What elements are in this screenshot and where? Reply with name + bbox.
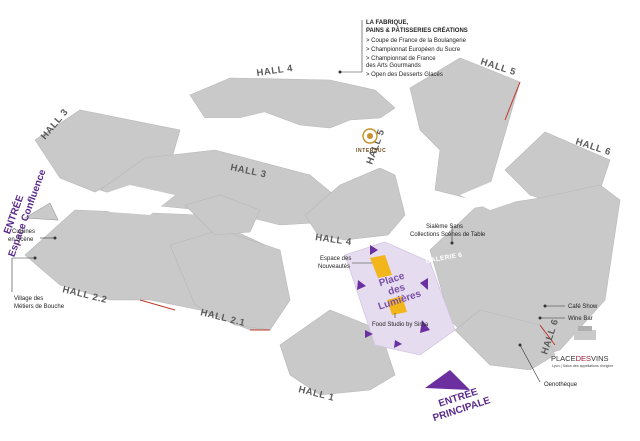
svg-text:Métiers de Bouche: Métiers de Bouche (14, 304, 65, 310)
svg-text:en Scène: en Scène (8, 237, 34, 243)
svg-text:LA FABRIQUE,: LA FABRIQUE, (366, 20, 408, 26)
label-hall-4-mid: HALL 4 (315, 232, 353, 248)
svg-text:Café Show: Café Show (568, 304, 598, 310)
svg-text:Oenothèque: Oenothèque (544, 382, 578, 388)
svg-text:Wine Bar: Wine Bar (568, 316, 593, 322)
espace-nouveautes-callout: Espace des Nouveautés (318, 256, 372, 270)
svg-text:Nouveautés: Nouveautés (318, 264, 350, 270)
courtyards (85, 112, 520, 215)
cuisines-callout: Cuisines en Scène (8, 229, 57, 243)
svg-text:Collections Scènes de Table: Collections Scènes de Table (410, 232, 486, 238)
svg-text:Lyon | Salon des appellations: Lyon | Salon des appellations d'origine (552, 364, 613, 368)
svg-text:Village des: Village des (14, 296, 43, 302)
svg-text:INTERSUC: INTERSUC (356, 148, 386, 154)
svg-text:des Arts Gourmands: des Arts Gourmands (366, 63, 421, 69)
svg-text:Sialème Sans: Sialème Sans (426, 224, 463, 230)
svg-text:PAINS & PÂTISSERIES CRÉATIONS: PAINS & PÂTISSERIES CRÉATIONS (366, 26, 468, 34)
direction-markers (357, 245, 430, 348)
svg-text:> Open des Desserts Glacés: > Open des Desserts Glacés (366, 72, 443, 78)
village-callout: Village des Métiers de Bouche (11, 256, 65, 310)
sialeme-callout: Sialème Sans Collections Scènes de Table (410, 224, 486, 245)
svg-text:Cuisines: Cuisines (12, 229, 35, 235)
intersuc-logo: INTERSUC (356, 128, 386, 154)
svg-text:Espace des: Espace des (320, 256, 351, 262)
svg-text:PLACEDESVINS: PLACEDESVINS (551, 354, 609, 363)
svg-text:> Championnat Européen du Sucr: > Championnat Européen du Sucre (366, 47, 461, 53)
connector-block (184, 194, 261, 236)
oenotheque-callout: Oenothèque (518, 343, 578, 388)
hall-5-block[interactable] (409, 57, 521, 201)
buildings (24, 57, 621, 396)
red-edges (139, 81, 556, 346)
svg-text:> Championnat de France: > Championnat de France (366, 56, 436, 62)
fabrique-callout: LA FABRIQUE, PAINS & PÂTISSERIES CRÉATIO… (338, 20, 468, 78)
entree-principale-arrow[interactable] (425, 370, 470, 390)
espace-nouveautes-highlight[interactable] (370, 255, 392, 278)
place-des-vins-logo: PLACEDESVINS Lyon | Salon des appellatio… (551, 326, 613, 368)
svg-text:> Coupe de France de la Boulan: > Coupe de France de la Boulangerie (366, 38, 467, 44)
food-studio-callout: Food Studio by Sirha (372, 313, 429, 328)
food-studio-highlight[interactable] (387, 296, 407, 315)
hall-4-mid-block[interactable] (304, 167, 406, 241)
label-hall-4-top: HALL 4 (256, 63, 294, 79)
cafe-wine-callout: Café Show Wine Bar (538, 304, 598, 322)
svg-text:Food Studio by Sirha: Food Studio by Sirha (372, 322, 429, 328)
hall-6-lower-wing[interactable] (454, 309, 556, 371)
svg-text:des: des (387, 282, 407, 298)
entree-confluence-arrow[interactable] (24, 202, 59, 221)
